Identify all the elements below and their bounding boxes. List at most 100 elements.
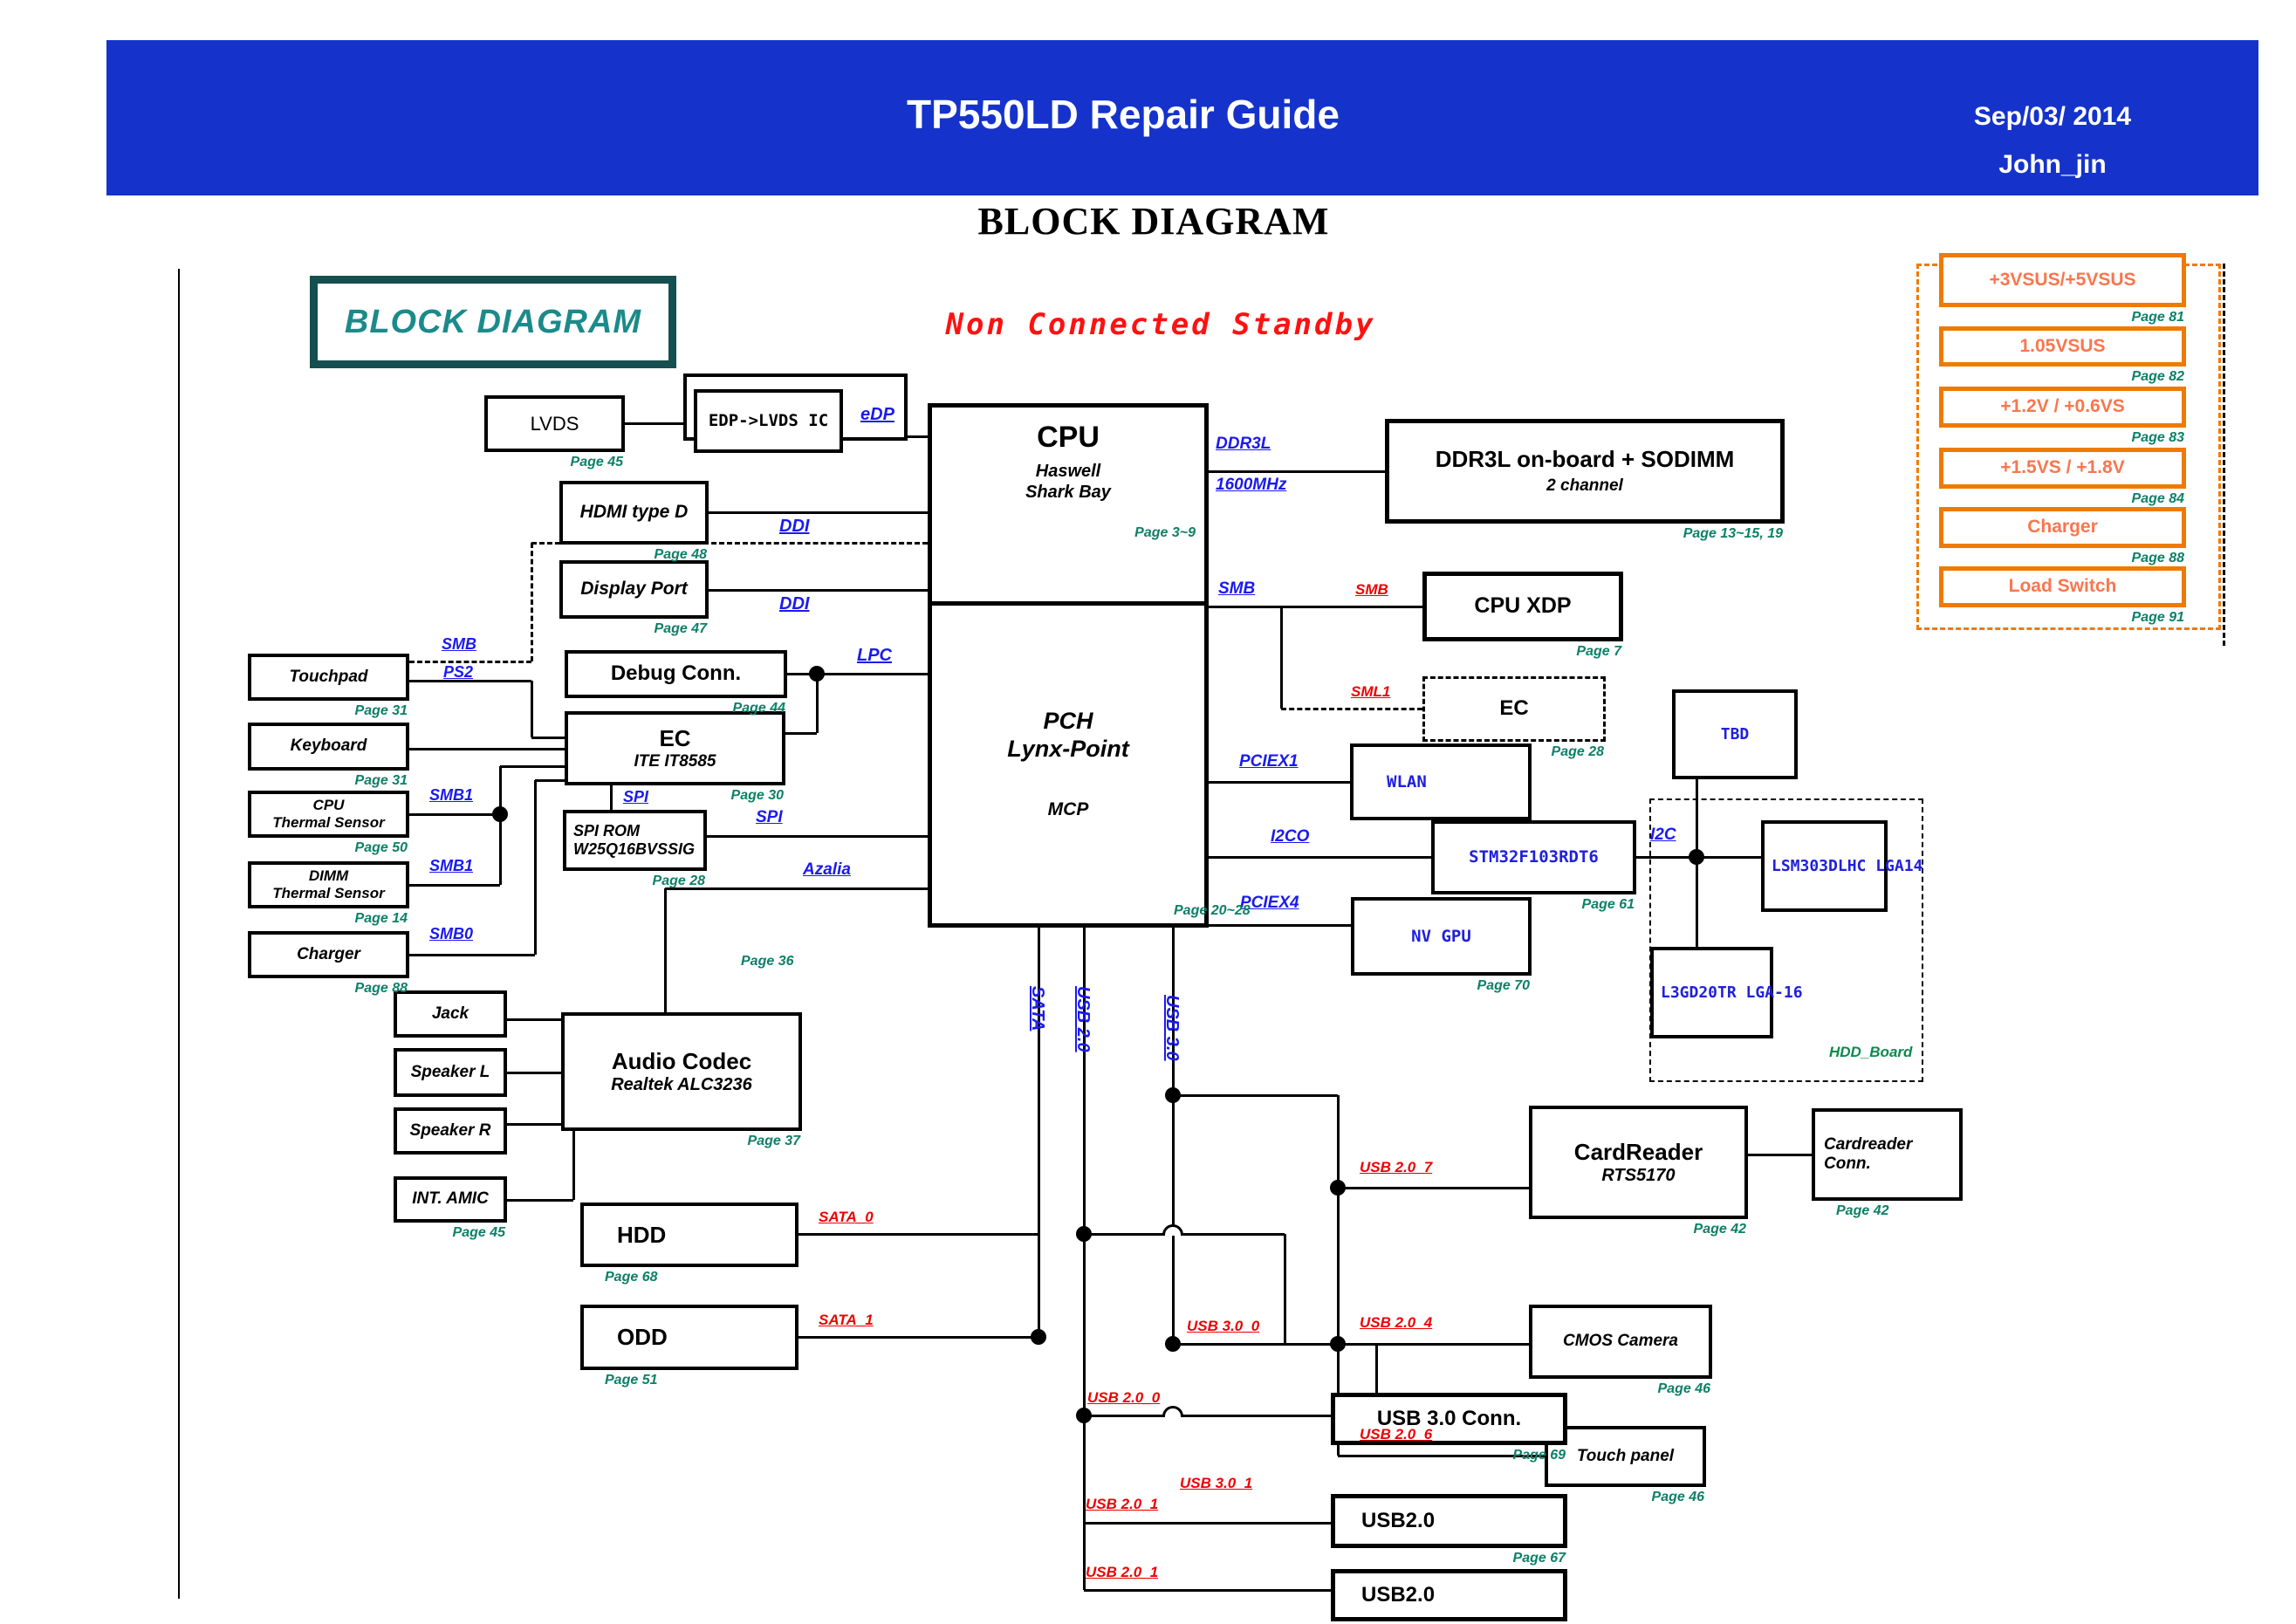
bus-label-usb-2-0-7: USB 2.0_7 — [1360, 1159, 1433, 1175]
page-ref-cpu-thermal-sensor: Page 50 — [354, 840, 408, 855]
wire-usb3conn-drop — [1375, 1344, 1378, 1393]
page-ref-cardreader-conn: Page 42 — [1836, 1203, 1889, 1218]
bus-label-smb: SMB — [1355, 581, 1388, 598]
box-hdmi: HDMI type D — [559, 481, 709, 545]
wire-ddi-dp — [709, 589, 928, 592]
box-int-amic: INT. AMIC — [394, 1176, 507, 1223]
box-cpu-label: Page 3~9 — [1134, 525, 1196, 541]
bus-label-sata-1: SATA_1 — [819, 1312, 874, 1328]
junction-dot — [809, 666, 825, 682]
box-usb20-b-label: USB2.0 — [1361, 1582, 1436, 1607]
box-edp-lvds-ic: EDP->LVDS IC — [694, 389, 843, 453]
box-rail-load-switch-label: Load Switch — [2008, 576, 2117, 597]
box-cpu-label: CPU — [1037, 421, 1100, 454]
wire-lpc-ec — [785, 732, 817, 735]
wire-smb0-ec — [535, 779, 565, 782]
wire-tp-ps2-v — [531, 681, 533, 737]
box-audio-codec-label: Realtek ALC3236 — [611, 1074, 752, 1094]
box-ec-label: ITE IT8585 — [634, 751, 716, 771]
wire-tp-ps2-ec — [531, 737, 565, 739]
bus-label-1600mhz: 1600MHz — [1216, 476, 1287, 494]
box-rail-105vsus-label: 1.05VSUS — [2019, 335, 2106, 356]
wire-amic-v — [572, 1131, 575, 1200]
document-title: TP550LD Repair Guide — [907, 92, 1340, 137]
box-cmos-camera-label: CMOS Camera — [1563, 1332, 1678, 1351]
junction-dot — [492, 806, 508, 822]
page-ref-display-port: Page 47 — [654, 621, 707, 636]
box-cardreader-label: RTS5170 — [1601, 1165, 1676, 1185]
page-ref-ec-dashed: Page 28 — [1551, 744, 1604, 759]
bus-label-usb-2-0-1: USB 2.0_1 — [1086, 1496, 1159, 1512]
wire-usb201b-w — [1084, 1589, 1331, 1592]
wire-kb-ec — [409, 748, 565, 750]
bus-label-vertical-usb-2-0: USB 2.0 — [1073, 986, 1093, 1052]
wire-i2c0 — [1209, 856, 1431, 859]
box-display-port: Display Port — [559, 560, 709, 619]
wire-ddi-hdmi — [709, 511, 928, 514]
bus-label-smb0: SMB0 — [429, 925, 474, 942]
wire-cmos-line — [1173, 1343, 1529, 1346]
box-lvds: LVDS — [484, 395, 625, 452]
wire-usb3-bus — [1172, 928, 1175, 1344]
box-keyboard-label: Keyboard — [290, 737, 367, 756]
box-charger-left: Charger — [248, 931, 409, 978]
page-ref-spi-rom: Page 28 — [652, 874, 705, 888]
wire-cr-conn-w — [1748, 1154, 1812, 1156]
box-lsm303: LSM303DLHC LGA14 — [1761, 820, 1922, 912]
box-cmos-camera: CMOS Camera — [1529, 1305, 1712, 1379]
wire-left-border — [178, 269, 180, 1599]
wire-sml1-ec — [1281, 708, 1422, 710]
box-rail-3vsus: +3VSUS/+5VSUS — [1939, 253, 2186, 307]
bus-label-edp: eDP — [860, 405, 894, 424]
wire-usb2-bus — [1083, 928, 1086, 1590]
wire-right-border-dashed — [2223, 264, 2225, 646]
wire-smb1-v — [499, 766, 502, 885]
page-ref-int-amic: Page 45 — [452, 1225, 505, 1240]
wire-lvds-edp — [625, 422, 683, 425]
page-ref-rail-charger: Page 88 — [2131, 551, 2184, 565]
box-odd-label: ODD — [617, 1324, 668, 1351]
page-ref-cpu-xdp: Page 7 — [1576, 644, 1621, 659]
box-debug-conn: Debug Conn. — [565, 650, 787, 698]
wire-cardreader-w — [1338, 1187, 1529, 1189]
wire-usb201a-w — [1084, 1522, 1331, 1525]
page-ref-hdmi: Page 48 — [654, 547, 707, 562]
box-pch-label: Lynx-Point — [1007, 735, 1129, 762]
box-ddr3l-label: DDR3L on-board + SODIMM — [1435, 446, 1735, 473]
box-lsm303-label: LSM303DLHC LGA14 — [1772, 856, 1923, 875]
bus-label-i2co: I2CO — [1271, 827, 1310, 846]
box-rail-charger: Charger — [1939, 507, 2186, 548]
box-l3gd20: L3GD20TR LGA-16 — [1650, 947, 1803, 1038]
box-lvds-label: LVDS — [530, 412, 579, 435]
page-ref-rail-12v: Page 83 — [2131, 430, 2184, 445]
box-usb3-conn: USB 3.0 Conn. — [1331, 1393, 1567, 1445]
page-ref-cmos-camera: Page 46 — [1657, 1381, 1710, 1396]
box-speaker-l-label: Speaker L — [410, 1062, 490, 1081]
junction-dot — [1330, 1180, 1346, 1196]
box-jack: Jack — [394, 990, 507, 1038]
box-rail-12v: +1.2V / +0.6VS — [1939, 387, 2186, 428]
box-ec-label: EC — [659, 724, 691, 751]
box-cpu-label: Haswell — [1035, 462, 1101, 482]
box-ec-dashed: EC — [1422, 676, 1606, 742]
page-ref-stm32: Page 61 — [1581, 897, 1635, 912]
page-ref-debug-conn: Page 44 — [732, 701, 785, 716]
junction-dot — [1076, 1408, 1092, 1423]
header-date: Sep/03/ 2014 — [1973, 102, 2132, 131]
bus-label-usb-2-0-4: USB 2.0_4 — [1360, 1314, 1433, 1331]
bus-label-smb: SMB — [1218, 579, 1256, 598]
box-usb20-b: USB2.0 — [1331, 1569, 1567, 1621]
box-keyboard: Keyboard — [248, 723, 409, 771]
box-usb3-conn-label: USB 3.0 Conn. — [1376, 1406, 1522, 1430]
header-author: John_jin — [1998, 150, 2107, 179]
wire-smb1-ec — [500, 765, 565, 768]
box-cpu-label: Shark Bay — [1025, 482, 1111, 502]
box-rail-charger-label: Charger — [2027, 517, 2098, 538]
box-nv-gpu: NV GPU — [1351, 897, 1532, 976]
wire-tp-ps2 — [409, 680, 531, 682]
